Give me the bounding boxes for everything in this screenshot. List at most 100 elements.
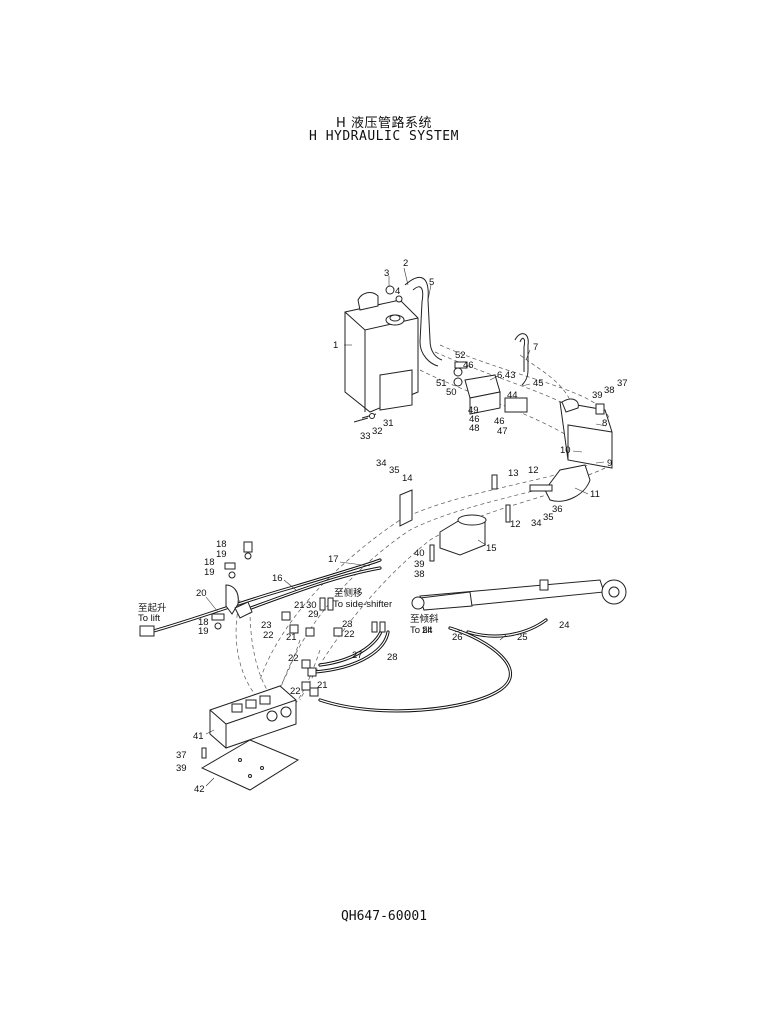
- hose-guard-15: [439, 514, 487, 556]
- callout: 29: [308, 609, 319, 620]
- callout: 20: [196, 588, 207, 599]
- callout: 42: [194, 784, 205, 795]
- pin-13: [491, 474, 498, 490]
- callout: 52: [455, 350, 466, 361]
- bolt-12: [505, 504, 511, 523]
- callout: 39: [176, 763, 187, 774]
- valve-block-8: [559, 398, 613, 469]
- bolt-37: [201, 747, 207, 759]
- title-chinese: H 液压管路系统: [336, 116, 432, 131]
- callout: 35: [389, 465, 400, 476]
- callout: 1: [333, 340, 338, 351]
- callout: 23: [261, 620, 272, 631]
- callout: 8: [602, 418, 607, 429]
- callout: 27: [352, 650, 363, 661]
- callout: 50: [446, 387, 457, 398]
- hose-clamp-bracket: [544, 464, 591, 502]
- callout: 23: [342, 619, 353, 630]
- callout: 34: [376, 458, 387, 469]
- control-valve-bank: [209, 685, 297, 749]
- bracket-14: [399, 489, 413, 527]
- side-shifter-fitting-b: [327, 597, 334, 611]
- callout: 17: [328, 554, 339, 565]
- callout: 30: [306, 600, 317, 611]
- callout: 15: [486, 543, 497, 554]
- callout: 19: [216, 549, 227, 560]
- callout: 10: [560, 445, 571, 456]
- callout: 24: [559, 620, 570, 631]
- tilt-fitting-a: [371, 621, 378, 633]
- callout: 24: [422, 625, 433, 636]
- mounting-plate: [200, 739, 300, 791]
- title-english: H HYDRAULIC SYSTEM: [309, 129, 459, 144]
- callout: 18: [204, 557, 215, 568]
- suction-hose: [385, 276, 443, 367]
- callout: 37: [176, 750, 187, 761]
- callout: 2: [403, 258, 408, 269]
- callout: 7: [533, 342, 538, 353]
- callout: 48: [469, 423, 480, 434]
- clamp-12: [529, 484, 553, 492]
- tee-fittings: [281, 611, 343, 697]
- callout: 5: [429, 277, 434, 288]
- bolt-40: [429, 544, 435, 562]
- callout: 16: [272, 573, 283, 584]
- callout: 6.43: [497, 370, 516, 381]
- callout: 38: [604, 385, 615, 396]
- to-lift-label-cn: 至起升: [138, 603, 167, 614]
- hydraulic-hoses: [148, 558, 548, 713]
- callout: 4: [395, 286, 400, 297]
- to-side-shifter-label-cn: 至侧移: [334, 587, 363, 599]
- callout: 12: [528, 465, 539, 476]
- callout: 9: [607, 458, 612, 469]
- callout: 11: [590, 489, 600, 500]
- filter-bracket: [504, 397, 528, 413]
- callout: 35: [543, 512, 554, 523]
- to-lift-label-en: To lift: [138, 613, 161, 624]
- callout: 36: [552, 504, 563, 515]
- document-code: QH647-60001: [340, 909, 428, 924]
- callout: 46: [494, 416, 505, 427]
- tank-bolts: [353, 413, 377, 423]
- hydraulic-tank: [344, 292, 419, 413]
- tilt-fitting-b: [379, 621, 386, 633]
- callout: 19: [204, 567, 215, 578]
- callout: 13: [508, 468, 519, 479]
- callout: 37: [617, 378, 628, 389]
- callout: 28: [387, 652, 398, 663]
- to-tilt-label-cn: 至倾斜: [410, 613, 439, 625]
- return-tube-edge: [519, 337, 525, 372]
- lift-hose-end: [139, 625, 155, 637]
- callout: 22: [288, 653, 299, 664]
- leader-lines: [205, 267, 607, 787]
- fitting-stack-18-19: [211, 541, 253, 630]
- callout: 46: [463, 360, 474, 371]
- callout: 39: [414, 559, 425, 570]
- return-tube: [514, 333, 529, 386]
- callout: 3: [384, 268, 389, 279]
- callout: 21: [286, 632, 297, 643]
- callout: 39: [592, 390, 603, 401]
- callout-numbers: 1 2 3 4 5 52 46 7 6.43 51 50 45 37 38 39…: [176, 258, 628, 795]
- callout: 44: [507, 390, 518, 401]
- callout: 21: [294, 600, 305, 611]
- callout: 21: [317, 680, 328, 691]
- callout: 32: [372, 426, 383, 437]
- callout: 19: [198, 626, 209, 637]
- callout: 22: [263, 630, 274, 641]
- callout: 41: [193, 731, 204, 742]
- callout: 12: [510, 519, 521, 530]
- return-filter: [453, 361, 501, 415]
- callout: 49: [468, 405, 479, 416]
- callout: 25: [517, 632, 528, 643]
- callout: 45: [533, 378, 544, 389]
- callout: 18: [198, 617, 209, 628]
- callout: 47: [497, 426, 508, 437]
- callout: 26: [452, 632, 463, 643]
- callout: 18: [216, 539, 227, 550]
- callout: 31: [383, 418, 394, 429]
- callout: 22: [344, 629, 355, 640]
- callout: 38: [414, 569, 425, 580]
- callout: 34: [531, 518, 542, 529]
